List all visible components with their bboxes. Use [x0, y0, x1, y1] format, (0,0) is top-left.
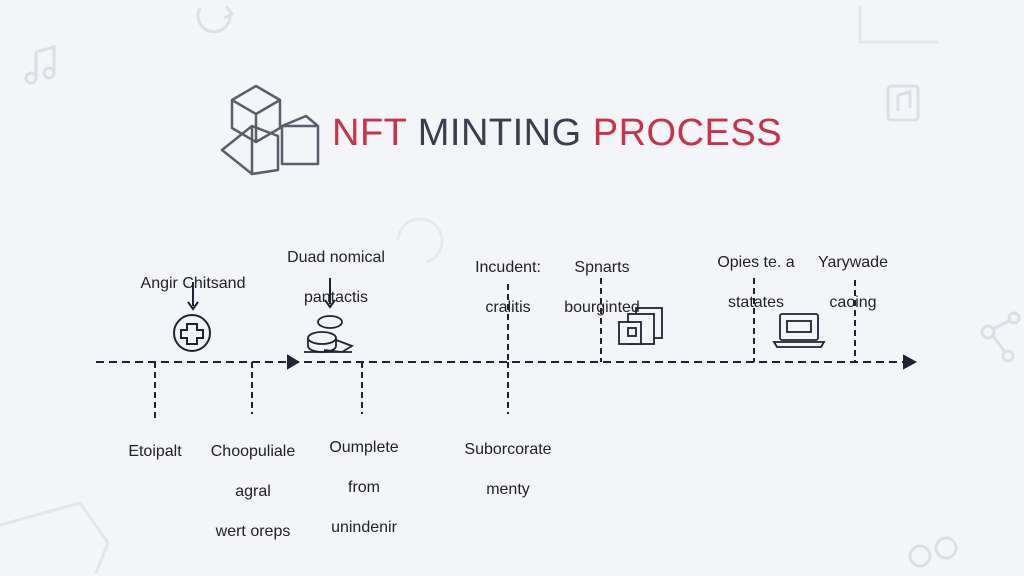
b3-line-3: unindenir [331, 519, 397, 536]
timeline-end-arrow [903, 354, 918, 370]
step-5-label: Opies te. a statates [706, 233, 806, 333]
b1-line-1: Etoipalt [128, 443, 182, 460]
coins-stack-icon [304, 315, 355, 353]
music-note-icon [24, 45, 56, 85]
b3-line-1: Oumplete [329, 439, 399, 456]
step-4-line-2: bourginted [564, 299, 640, 316]
title-process: PROCESS [592, 112, 783, 154]
step-5-line-1: Opies te. a [717, 254, 795, 271]
sync-icon [396, 217, 444, 264]
step-5-line-2: statates [727, 294, 785, 311]
step-3-line-1: Incudent: [475, 259, 541, 276]
laptop-icon [772, 313, 826, 348]
title-minting: MINTING [417, 112, 582, 154]
step-6-label: Yarywade caoing [808, 233, 898, 333]
b4-line-2: menty [486, 481, 530, 498]
step-4-label: Spnarts bourginted [552, 238, 652, 338]
b1-label: Etoipalt [110, 422, 200, 482]
music-note-icon [886, 84, 920, 122]
documents-icon [618, 307, 663, 345]
b4-label: Suborcorate menty [450, 420, 566, 520]
b4-line-1: Suborcorate [464, 441, 552, 458]
b3-label: Oumplete from unindenir [314, 418, 414, 558]
sync-icon [908, 536, 958, 568]
step-1-line-1: Angir Chitsand [140, 275, 246, 292]
b2-line-1: Choopuliale [210, 443, 296, 460]
b2-line-3: wert oreps [215, 523, 291, 540]
b2-line-2: agral [235, 483, 271, 500]
step-2-line-1: Duad nomical [287, 249, 385, 266]
frame-decoration [0, 501, 110, 574]
step-2-arrowhead [324, 299, 336, 309]
title-nft: NFT [332, 112, 407, 154]
step-6-line-2: caoing [829, 294, 877, 311]
share-icon [980, 311, 1021, 363]
b3-line-2: from [348, 479, 380, 496]
step-4-line-1: Spnarts [574, 259, 630, 276]
frame-decoration [858, 6, 938, 44]
step-3-line-2: cralitis [485, 299, 531, 316]
sync-icon [196, 5, 235, 34]
step-2-line-2: pantactis [303, 289, 369, 306]
step-6-line-1: Yarywade [818, 254, 888, 271]
step-2-label: Duad nomical pantactis [276, 228, 396, 328]
page-title: NFT MINTING PROCESS [332, 112, 782, 155]
step-1-arrowhead [187, 301, 199, 311]
b2-label: Choopuliale agral wert oreps [194, 422, 312, 562]
step-1-label: Angir Chitsand [128, 254, 258, 314]
timeline-mid-arrow [287, 354, 300, 370]
step-3-label: Incudent: cralitis [458, 238, 558, 338]
plus-circle-icon [173, 314, 211, 352]
